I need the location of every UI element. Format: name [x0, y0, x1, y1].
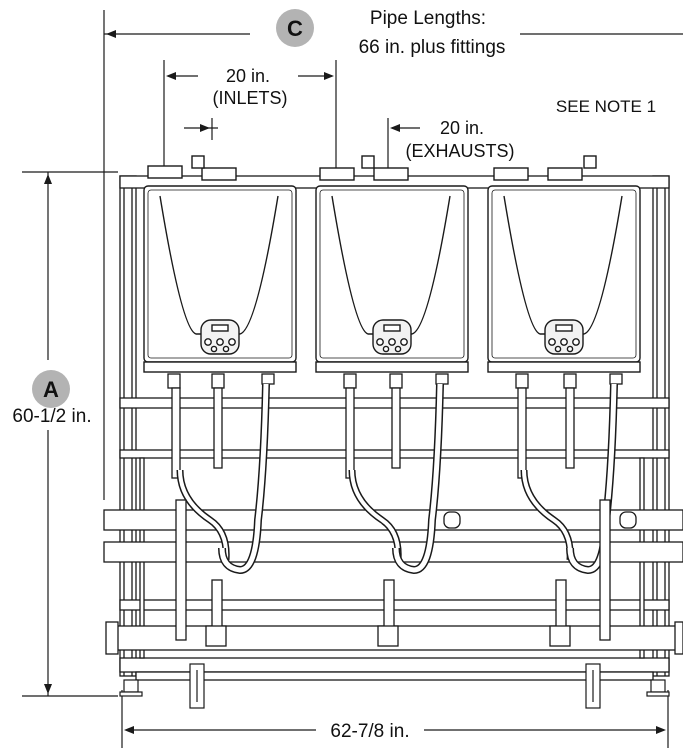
rack-feet: [119, 663, 670, 709]
callout-a: A: [32, 370, 70, 408]
height-dimension: 60-1/2 in.: [12, 406, 91, 427]
dimension-arrows: [44, 30, 666, 734]
water-heaters: [143, 155, 641, 373]
water-heater-3: [487, 155, 641, 373]
width-dimension: 62-7/8 in.: [330, 721, 409, 742]
piping-group-1: [167, 373, 275, 647]
inlets-dimension: 20 in.: [226, 66, 270, 86]
exhausts-dimension: 20 in.: [440, 118, 484, 138]
water-heater-1: [143, 155, 297, 373]
callout-a-letter: A: [43, 377, 59, 402]
pipe-lengths-title: Pipe Lengths:: [370, 8, 486, 29]
note-reference: SEE NOTE 1: [556, 97, 656, 116]
callout-c: C: [276, 9, 314, 47]
water-heater-2: [315, 155, 469, 373]
pipe-lengths-value: 66 in. plus fittings: [359, 37, 506, 58]
piping-group-2: [343, 373, 461, 647]
inlets-label: (INLETS): [212, 88, 287, 108]
callout-c-letter: C: [287, 16, 303, 41]
piping-group-3: [515, 373, 637, 647]
exhausts-label: (EXHAUSTS): [405, 141, 514, 161]
